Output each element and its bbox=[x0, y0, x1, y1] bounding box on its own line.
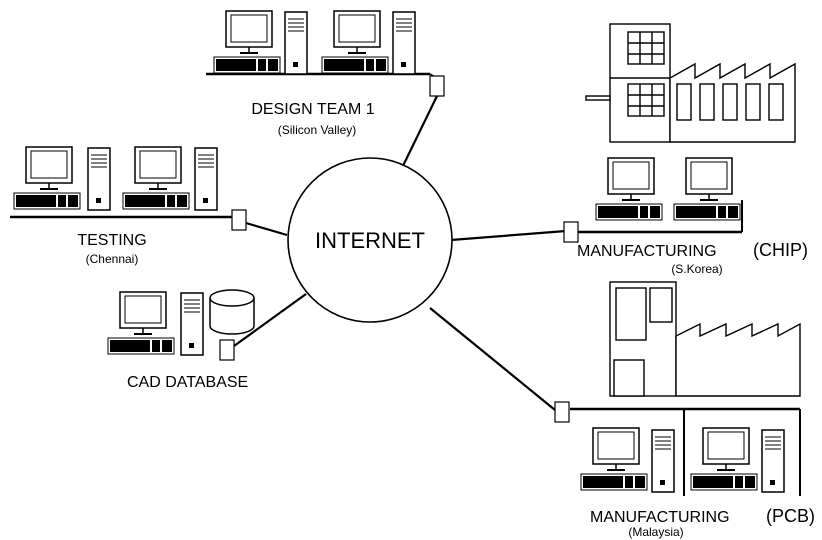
link-design bbox=[399, 95, 438, 173]
pcb-type-label: (PCB) bbox=[766, 506, 815, 526]
link-pcb bbox=[429, 307, 556, 411]
design-location-label: (Silicon Valley) bbox=[278, 123, 356, 137]
site-cad: CAD DATABASE bbox=[107, 289, 255, 391]
computer-workstation-icon bbox=[595, 157, 663, 221]
server-tower-icon bbox=[761, 429, 785, 493]
pcb-location-label: (Malaysia) bbox=[628, 525, 683, 539]
link-chip bbox=[450, 229, 567, 242]
design-team-label: DESIGN TEAM 1 bbox=[251, 101, 374, 118]
server-tower-icon bbox=[392, 11, 416, 75]
server-tower-icon bbox=[284, 11, 308, 75]
pcb-manufacturing-label: MANUFACTURING bbox=[590, 509, 730, 526]
network-links bbox=[233, 95, 567, 411]
server-tower-icon bbox=[180, 292, 204, 356]
chip-type-label: (CHIP) bbox=[753, 240, 808, 260]
site-chip: MANUFACTURING (CHIP) (S.Korea) bbox=[563, 23, 808, 276]
database-cylinder-icon bbox=[209, 289, 255, 335]
cad-database-label: CAD DATABASE bbox=[127, 374, 248, 391]
link-testing bbox=[245, 221, 288, 237]
chip-location-label: (S.Korea) bbox=[671, 262, 722, 276]
network-connector-icon bbox=[231, 209, 247, 231]
site-design: DESIGN TEAM 1 (Silicon Valley) bbox=[206, 10, 445, 137]
factory-building-icon bbox=[609, 281, 801, 397]
network-connector-icon bbox=[554, 401, 570, 423]
computer-workstation-icon bbox=[690, 427, 758, 491]
server-tower-icon bbox=[87, 147, 111, 211]
link-cad bbox=[233, 293, 307, 347]
testing-label: TESTING bbox=[77, 232, 146, 249]
internet-hub: INTERNET bbox=[287, 157, 453, 323]
computer-workstation-icon bbox=[673, 157, 741, 221]
computer-workstation-icon bbox=[107, 291, 175, 355]
network-connector-icon bbox=[219, 339, 235, 361]
computer-workstation-icon bbox=[213, 10, 281, 74]
computer-workstation-icon bbox=[580, 427, 648, 491]
site-pcb: MANUFACTURING (PCB) (Malaysia) bbox=[554, 281, 815, 539]
site-testing: TESTING (Chennai) bbox=[10, 146, 247, 266]
factory-building-icon bbox=[585, 23, 796, 143]
network-connector-icon bbox=[429, 75, 445, 97]
chip-manufacturing-label: MANUFACTURING bbox=[577, 243, 717, 260]
server-tower-icon bbox=[651, 429, 675, 493]
network-connector-icon bbox=[563, 221, 579, 243]
server-tower-icon bbox=[194, 147, 218, 211]
internet-circle bbox=[287, 157, 453, 323]
computer-workstation-icon bbox=[13, 146, 81, 210]
computer-workstation-icon bbox=[321, 10, 389, 74]
testing-location-label: (Chennai) bbox=[86, 252, 139, 266]
internet-label: INTERNET bbox=[315, 228, 425, 253]
computer-workstation-icon bbox=[122, 146, 190, 210]
